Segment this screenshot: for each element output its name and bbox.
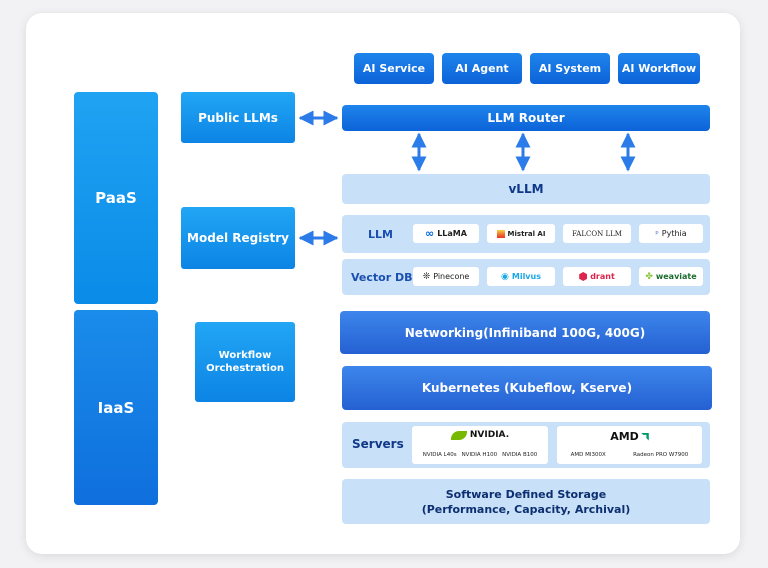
qdrant-label: drant xyxy=(590,272,615,281)
workflow-orchestration-label: Workflow Orchestration xyxy=(206,350,284,374)
servers-row: Servers NVIDIA. NVIDIA L40s NVIDIA H100 … xyxy=(342,422,710,468)
vectordb-row: Vector DB ❊ Pinecone ◉ Milvus drant ✤ we… xyxy=(342,259,710,295)
pythia-chip: ᵖ Pythia xyxy=(639,224,703,243)
llm-router-label: LLM Router xyxy=(487,111,565,125)
iaas-column: IaaS xyxy=(74,310,158,505)
ai-system-label: AI System xyxy=(538,62,602,75)
milvus-eye-icon: ◉ xyxy=(501,271,509,282)
amd-brand-label: AMD xyxy=(610,430,639,443)
nvidia-brand-label: NVIDIA. xyxy=(469,430,510,440)
weaviate-chip: ✤ weaviate xyxy=(639,267,703,286)
ai-workflow-label: AI Workflow xyxy=(621,62,697,75)
pinecone-chip: ❊ Pinecone xyxy=(413,267,479,286)
qdrant-chip: drant xyxy=(563,267,631,286)
public-llms-box: Public LLMs xyxy=(181,92,295,143)
pinecone-label: Pinecone xyxy=(433,272,470,281)
networking-label: Networking(Infiniband 100G, 400G) xyxy=(404,325,646,340)
model-registry-label: Model Registry xyxy=(187,231,289,245)
falcon-label: FALCON LLM xyxy=(572,229,622,238)
ai-system-box: AI System xyxy=(530,53,610,84)
llama-label: LLaMA xyxy=(437,229,467,238)
milvus-chip: ◉ Milvus xyxy=(487,267,555,286)
ai-agent-box: AI Agent xyxy=(442,53,522,84)
pinecone-icon: ❊ xyxy=(422,271,431,282)
iaas-label: IaaS xyxy=(97,398,135,417)
llama-chip: ∞ LLaMA xyxy=(413,224,479,243)
public-llms-label: Public LLMs xyxy=(198,110,278,125)
nvidia-model: NVIDIA H100 xyxy=(461,452,498,458)
servers-label: Servers xyxy=(352,437,404,451)
workflow-orchestration-box: Workflow Orchestration xyxy=(195,322,295,402)
ai-service-label: AI Service xyxy=(362,62,426,75)
llm-row-label: LLM xyxy=(368,228,393,241)
qdrant-icon xyxy=(579,272,588,281)
ai-agent-label: AI Agent xyxy=(455,62,509,75)
vllm-label: vLLM xyxy=(508,182,544,196)
pythia-label: Pythia xyxy=(661,229,687,238)
nvidia-eye-icon xyxy=(450,430,467,440)
nvidia-model: NVIDIA B100 xyxy=(502,452,538,458)
meta-infinity-icon: ∞ xyxy=(425,227,435,240)
mistral-chip: Mistral AI xyxy=(487,224,555,243)
llm-router-box: LLM Router xyxy=(342,105,710,131)
amd-model: AMD MI300X xyxy=(570,452,606,458)
model-registry-box: Model Registry xyxy=(181,207,295,269)
storage-line1: Software Defined Storage xyxy=(445,487,607,501)
ai-workflow-box: AI Workflow xyxy=(618,53,700,84)
nvidia-models: NVIDIA L40s NVIDIA H100 NVIDIA B100 xyxy=(412,452,548,458)
nvidia-model: NVIDIA L40s xyxy=(422,452,457,458)
nvidia-brand: NVIDIA. xyxy=(412,430,548,440)
weaviate-icon: ✤ xyxy=(645,271,653,282)
llm-row: LLM ∞ LLaMA Mistral AI FALCON LLM ᵖ Pyth… xyxy=(342,215,710,253)
amd-model: Radeon PRO W7900 xyxy=(633,452,689,458)
weaviate-label: weaviate xyxy=(655,272,697,281)
pythia-icon: ᵖ xyxy=(655,229,659,238)
mistral-label: Mistral AI xyxy=(507,229,546,238)
mistral-icon xyxy=(496,229,505,238)
storage-line2: (Performance, Capacity, Archival) xyxy=(421,502,631,516)
kubernetes-box: Kubernetes (Kubeflow, Kserve) xyxy=(342,366,712,410)
nvidia-box: NVIDIA. NVIDIA L40s NVIDIA H100 NVIDIA B… xyxy=(412,426,548,464)
ai-service-box: AI Service xyxy=(354,53,434,84)
amd-box: AMD AMD MI300X Radeon PRO W7900 xyxy=(557,426,702,464)
kubernetes-label: Kubernetes (Kubeflow, Kserve) xyxy=(421,381,633,395)
falcon-chip: FALCON LLM xyxy=(563,224,631,243)
paas-column: PaaS xyxy=(74,92,158,304)
paas-label: PaaS xyxy=(95,189,137,207)
vllm-box: vLLM xyxy=(342,174,710,204)
vectordb-row-label: Vector DB xyxy=(351,271,413,284)
amd-models: AMD MI300X Radeon PRO W7900 xyxy=(557,452,702,458)
storage-box: Software Defined Storage (Performance, C… xyxy=(342,479,710,524)
networking-box: Networking(Infiniband 100G, 400G) xyxy=(340,311,710,354)
milvus-label: Milvus xyxy=(511,272,541,281)
amd-brand: AMD xyxy=(557,430,702,443)
